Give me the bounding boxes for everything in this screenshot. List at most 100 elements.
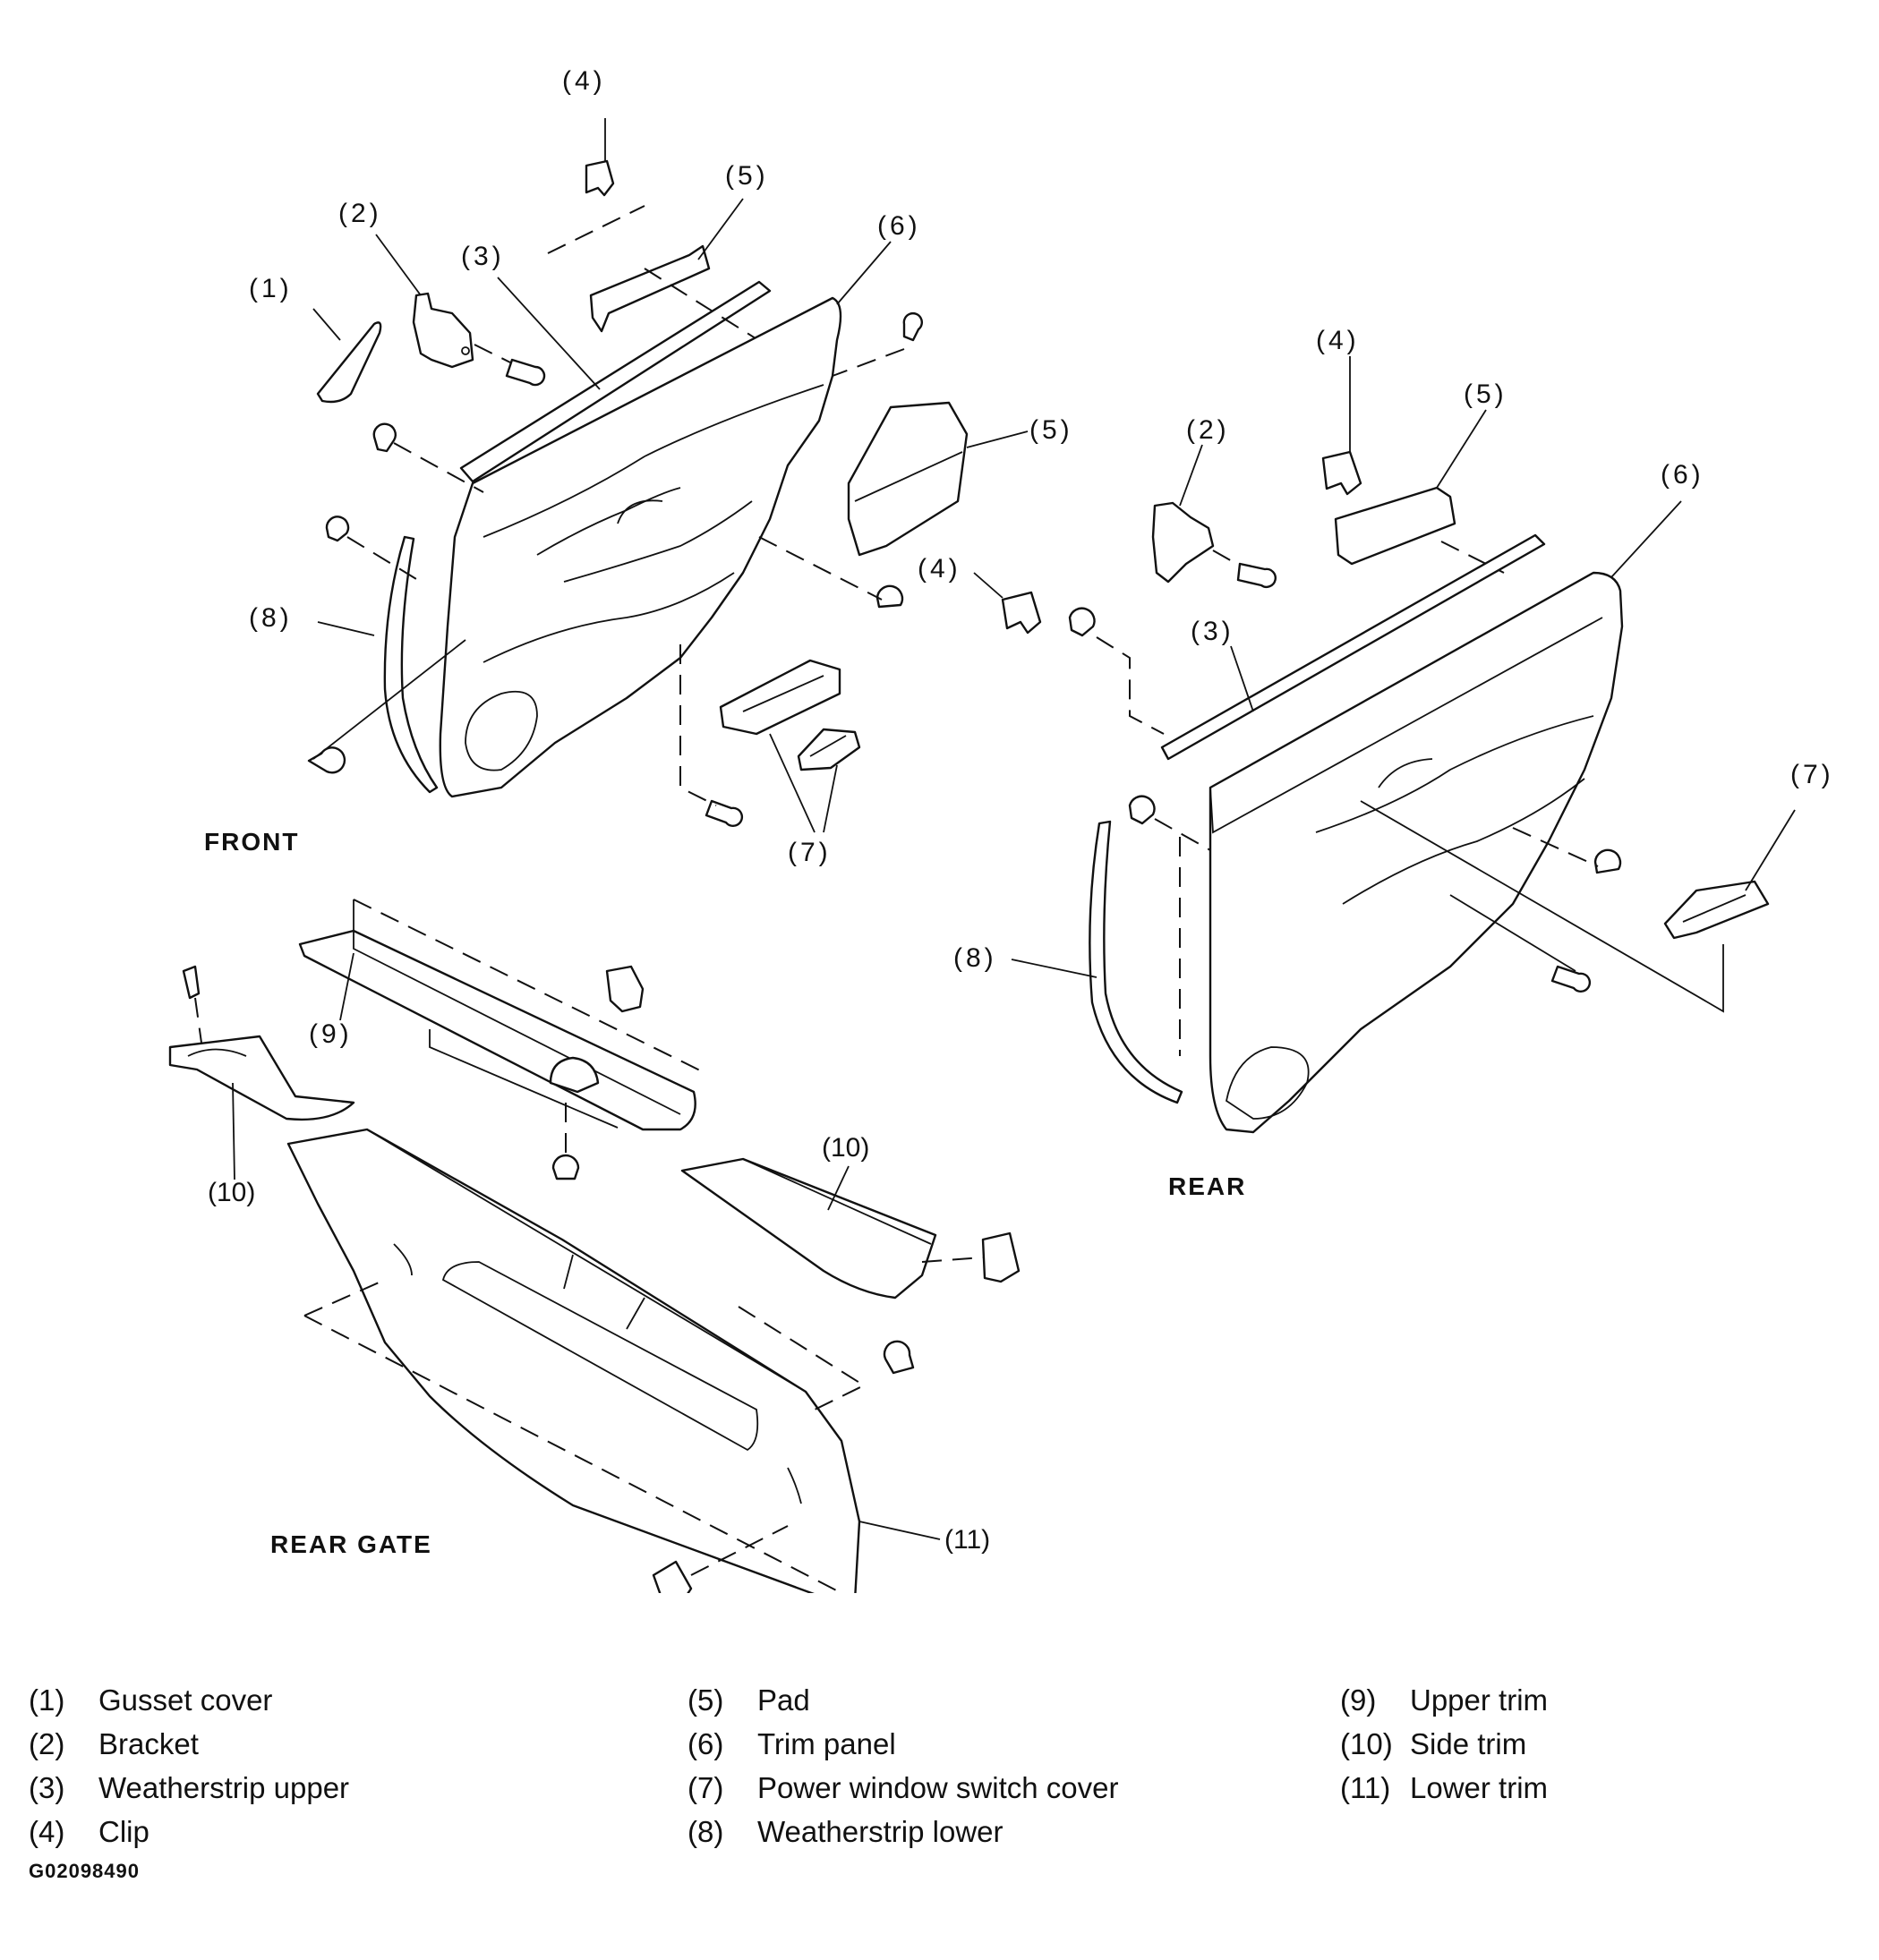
legend-num: (1) — [29, 1683, 65, 1717]
rear-gate-upper-trim — [298, 929, 696, 1131]
legend-item-9: (9) Upper trim — [1340, 1683, 1548, 1718]
legend-num: (7) — [688, 1771, 724, 1804]
callout-gate-9: (9) — [309, 1019, 353, 1049]
rear-gate-lower-trim — [286, 1128, 861, 1593]
callout-gate-11: (11) — [944, 1525, 990, 1555]
callout-rear-4: (4) — [1316, 326, 1360, 355]
front-panel-clip — [875, 584, 904, 609]
callout-front-5-right: (5) — [1029, 415, 1073, 445]
callout-front-2: (2) — [338, 199, 382, 228]
legend-item-3: (3) Weatherstrip upper — [29, 1770, 349, 1806]
legend-num: (5) — [688, 1683, 724, 1717]
callout-rear-2: (2) — [1186, 415, 1230, 445]
callout-front-1: (1) — [249, 274, 293, 303]
front-small-clip — [325, 516, 350, 542]
legend-num: (3) — [29, 1771, 65, 1804]
front-pad-top — [589, 244, 711, 333]
front-gusset-cover — [316, 321, 382, 404]
front-switch-cover-b — [797, 728, 861, 771]
rear-gate-upper-bump — [549, 1056, 600, 1094]
callout-gate-10-left: (10) — [208, 1178, 255, 1207]
legend-label: Weatherstrip upper — [98, 1771, 350, 1804]
rear-gate-bottom-clip — [652, 1560, 693, 1593]
legend-num: (6) — [688, 1727, 724, 1760]
legend-item-11: (11) Lower trim — [1340, 1770, 1548, 1806]
legend-label: Weatherstrip lower — [757, 1815, 1004, 1848]
rear-trim-panel — [1209, 571, 1624, 1134]
rear-panel-clip — [1593, 848, 1622, 874]
front-clip — [585, 159, 615, 197]
callout-front-6: (6) — [877, 211, 921, 241]
legend-label: Bracket — [98, 1727, 199, 1760]
front-door-group — [307, 118, 1029, 833]
legend-label: Gusset cover — [98, 1683, 273, 1717]
legend-num: (2) — [29, 1727, 65, 1760]
callout-front-4: (4) — [562, 66, 606, 96]
callout-rear-6: (6) — [1661, 460, 1704, 490]
legend-label: Side trim — [1410, 1727, 1527, 1760]
front-bracket-screw — [505, 358, 546, 387]
legend-item-5: (5) Pad — [688, 1683, 810, 1718]
rear-gate-pushpin — [551, 1154, 580, 1180]
callout-gate-10-right: (10) — [822, 1133, 869, 1163]
rear-gate-top-clip — [605, 965, 645, 1013]
rear-clip-top — [1321, 450, 1362, 496]
legend-item-6: (6) Trim panel — [688, 1726, 896, 1762]
rear-weatherstrip-upper — [1160, 533, 1546, 761]
rear-weatherstrip-clip — [1128, 795, 1156, 825]
legend-item-7: (7) Power window switch cover — [688, 1770, 1118, 1806]
section-label-front: FRONT — [204, 828, 299, 856]
legend-num: (4) — [29, 1815, 65, 1848]
rear-clip-middle — [1001, 591, 1042, 635]
legend-num: (10) — [1340, 1727, 1393, 1760]
rear-fastener — [1068, 607, 1096, 637]
legend-item-4: (4) Clip — [29, 1814, 149, 1850]
legend-item-8: (8) Weatherstrip lower — [688, 1814, 1004, 1850]
callout-rear-5: (5) — [1464, 379, 1507, 409]
callout-rear-7: (7) — [1790, 760, 1834, 789]
front-bracket — [412, 292, 474, 369]
callout-front-8: (8) — [249, 603, 293, 633]
front-upper-left-clip — [372, 422, 397, 453]
rear-pad — [1334, 486, 1456, 566]
legend-label: Pad — [757, 1683, 810, 1717]
rear-switch-cover — [1663, 880, 1770, 940]
rear-gate-group — [168, 899, 1021, 1593]
callout-rear-8: (8) — [953, 943, 997, 973]
legend-num: (11) — [1340, 1771, 1391, 1804]
front-pad-right — [847, 401, 969, 557]
rear-gate-side-trim-right — [680, 1157, 937, 1300]
rear-screw — [1550, 965, 1592, 993]
parts-legend: (1) Gusset cover (2) Bracket (3) Weatherstr… — [0, 1683, 1879, 1862]
legend-item-2: (2) Bracket — [29, 1726, 199, 1762]
section-label-rear-gate: REAR GATE — [270, 1530, 432, 1558]
front-weatherstrip-lower — [383, 535, 439, 794]
front-switch-cover-a — [719, 659, 841, 736]
front-lower-left-screw — [307, 746, 346, 774]
rear-gate-lower-pushpin — [883, 1340, 915, 1375]
legend-num: (8) — [688, 1815, 724, 1848]
section-label-rear: REAR — [1168, 1172, 1246, 1200]
rear-bracket — [1151, 501, 1215, 584]
legend-item-10: (10) Side trim — [1340, 1726, 1526, 1762]
rear-bracket-screw — [1236, 562, 1277, 588]
callout-front-4-mid: (4) — [918, 554, 961, 584]
front-panel-screw-top — [902, 311, 923, 342]
legend-label: Lower trim — [1410, 1771, 1549, 1804]
callout-front-3: (3) — [461, 242, 505, 271]
front-lower-screw — [705, 799, 744, 827]
front-weatherstrip-upper — [459, 280, 772, 483]
rear-gate-side-trim-left — [168, 1035, 355, 1121]
exploded-parts-diagram: (1) (2) (3) (4) (5) (6) (5) (8) (4) (7) … — [168, 66, 1834, 1593]
callout-front-7: (7) — [788, 838, 832, 867]
legend-label: Power window switch cover — [757, 1771, 1119, 1804]
legend-label: Trim panel — [757, 1727, 896, 1760]
legend-num: (9) — [1340, 1683, 1377, 1717]
callout-front-5-top: (5) — [725, 161, 769, 191]
callout-rear-3: (3) — [1191, 617, 1234, 646]
rear-door-group — [973, 356, 1796, 1134]
legend-item-1: (1) Gusset cover — [29, 1683, 272, 1718]
legend-label: Clip — [98, 1815, 149, 1848]
legend-label: Upper trim — [1410, 1683, 1549, 1717]
rear-gate-side-clip — [981, 1231, 1021, 1283]
